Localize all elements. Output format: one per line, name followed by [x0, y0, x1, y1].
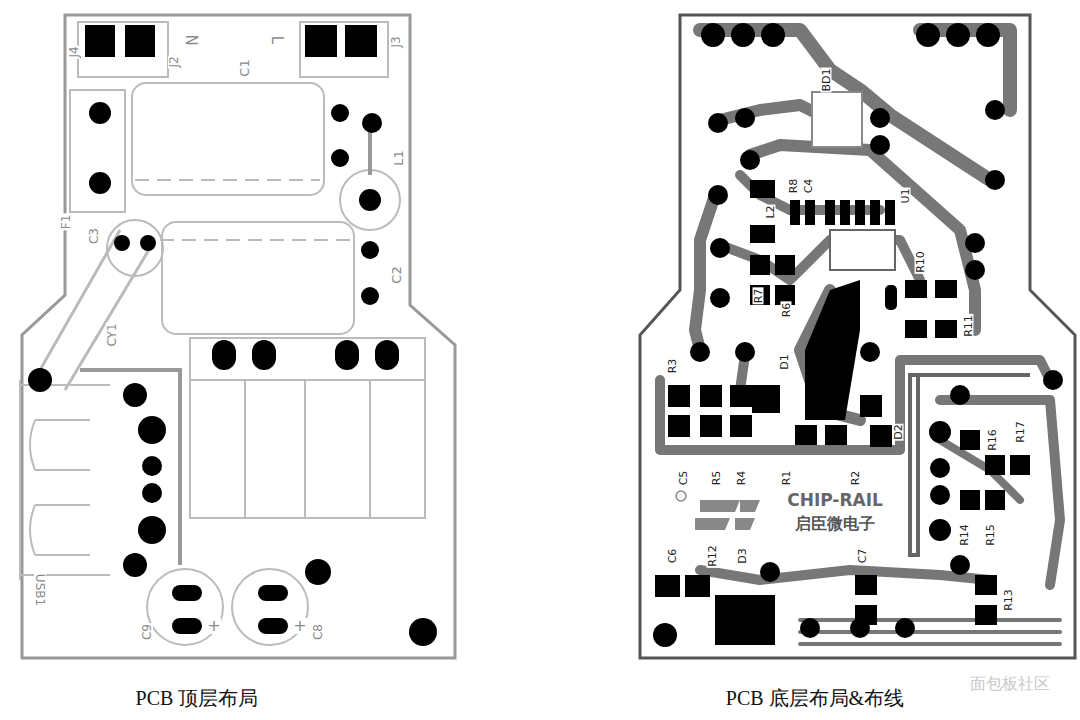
part-label: L2	[765, 204, 776, 219]
part-label: C2	[390, 265, 403, 284]
part-label: R14	[959, 523, 970, 547]
part-label: R1	[781, 470, 792, 487]
part-label: C8	[312, 623, 324, 641]
part-label: R16	[987, 428, 998, 452]
part-label: R4	[736, 470, 747, 487]
board-outline	[640, 15, 1075, 658]
caption-text: PCB 底层布局&布线	[725, 688, 905, 708]
part-label: R5	[711, 470, 722, 487]
logo-text: 启臣微电子	[794, 516, 876, 532]
part-label: U1	[900, 187, 911, 204]
part-label: C9	[141, 623, 153, 641]
part-label: R7	[753, 288, 764, 305]
part-label: R10	[915, 250, 926, 274]
terminal-name: L	[269, 35, 284, 45]
part-label: L1	[392, 149, 405, 167]
logo-text: CHIP-RAIL	[786, 492, 884, 509]
part-label: C3	[88, 227, 100, 245]
part-label: R17	[1015, 420, 1026, 444]
part-label: D2	[893, 423, 904, 440]
part-label: D1	[779, 353, 790, 370]
watermark: 面包板社区	[969, 676, 1051, 692]
part-label: C1	[238, 58, 251, 77]
terminal-name: N	[183, 33, 198, 46]
part-label: C5	[678, 470, 689, 487]
part-label: R6	[781, 302, 792, 319]
board-outline	[22, 15, 455, 658]
polarity-mark: +	[292, 618, 307, 634]
part-label: C7	[857, 548, 868, 565]
part-label: R8	[788, 178, 799, 195]
part-label: R11	[963, 314, 974, 338]
part-label: J2	[168, 55, 180, 68]
part-label: R15	[985, 523, 996, 547]
part-label: USB1	[34, 573, 46, 607]
polarity-mark: +	[206, 618, 221, 634]
part-label: BD1	[821, 67, 832, 92]
part-label: C6	[667, 548, 678, 565]
part-label: D3	[737, 547, 748, 564]
part-label: R2	[850, 470, 861, 487]
part-label: C4	[803, 178, 814, 195]
part-label: R13	[1003, 588, 1014, 612]
part-label: J3	[390, 35, 402, 48]
part-label: F1	[60, 214, 72, 231]
part-label: CY1	[106, 322, 118, 347]
part-label: R12	[707, 544, 718, 568]
part-label: R3	[667, 358, 678, 375]
part-label: J4	[68, 45, 80, 58]
caption-text: PCB 顶层布局	[135, 688, 260, 708]
